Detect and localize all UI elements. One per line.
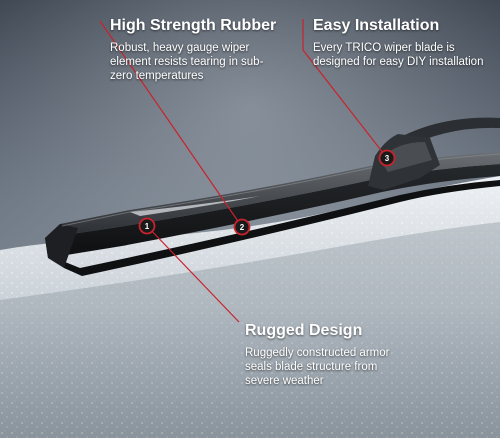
callout-title: High Strength Rubber: [110, 17, 277, 34]
leader-line-3: [302, 19, 388, 159]
svg-text:2: 2: [240, 223, 245, 232]
callout-title: Easy Installation: [313, 17, 440, 34]
callout-description: Robust, heavy gauge wiper element resist…: [110, 42, 264, 82]
callout-title: Rugged Design: [245, 322, 363, 339]
callout-easy-installation: Easy Installation Every TRICO wiper blad…: [313, 17, 495, 69]
wiper-blade: [45, 134, 500, 276]
callout-rugged-design: Rugged Design Ruggedly constructed armor…: [245, 322, 405, 388]
marker-1: 1: [138, 217, 156, 235]
marker-3: 3: [378, 149, 396, 167]
svg-text:3: 3: [385, 154, 390, 163]
svg-text:1: 1: [145, 222, 150, 231]
callout-description: Ruggedly constructed armor seals blade s…: [245, 347, 390, 387]
callout-description: Every TRICO wiper blade is designed for …: [313, 42, 484, 68]
callout-high-strength-rubber: High Strength Rubber Robust, heavy gauge…: [110, 17, 285, 83]
leader-line-2: [99, 20, 243, 228]
leader-line-1: [146, 225, 240, 323]
marker-2: 2: [233, 218, 251, 236]
wiper-arm: [395, 117, 500, 150]
